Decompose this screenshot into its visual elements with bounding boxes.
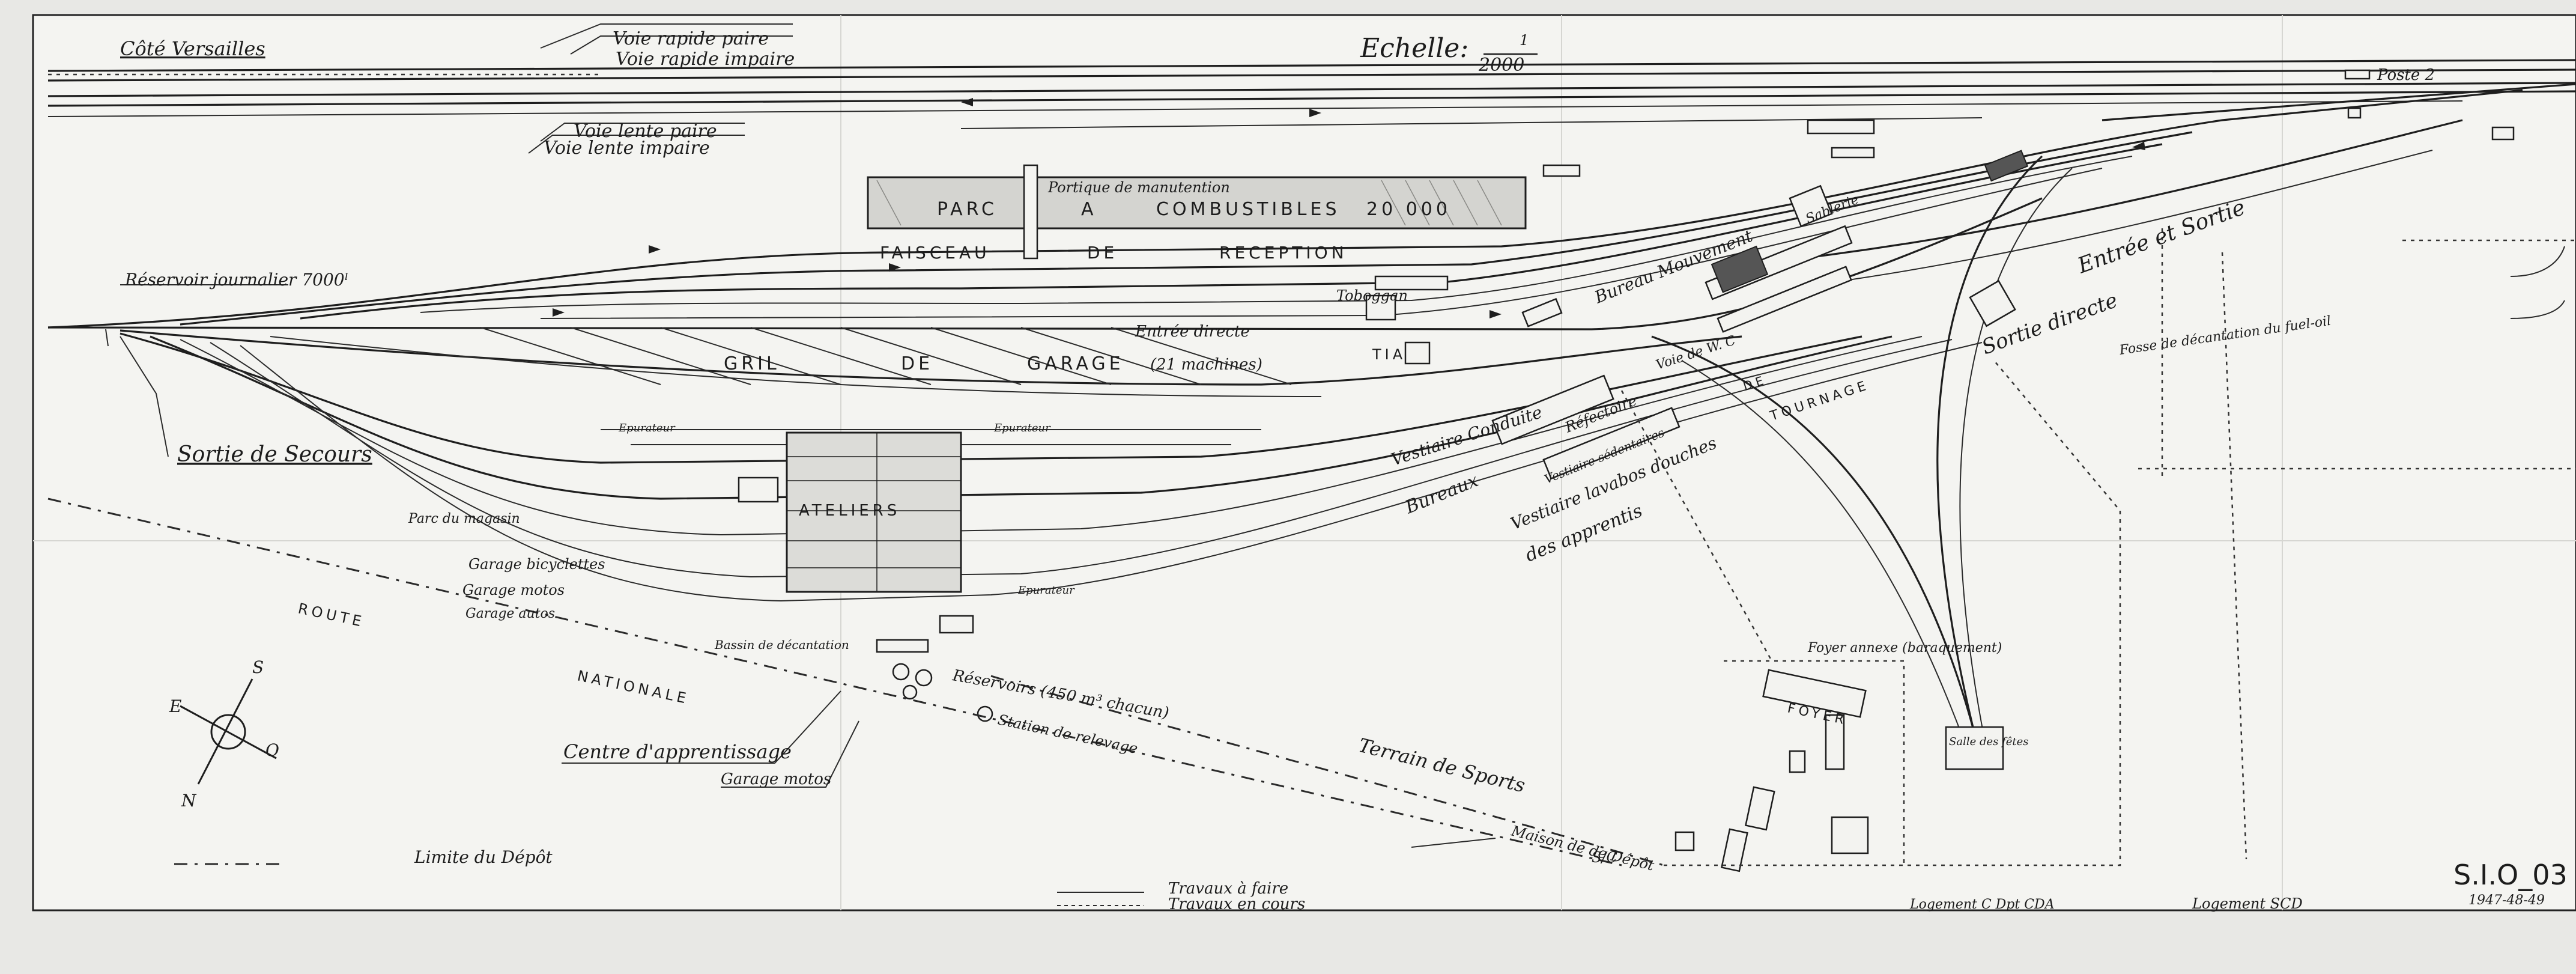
label-epurateur-2: Epurateur bbox=[993, 422, 1051, 434]
staff-buildings bbox=[1491, 374, 1680, 480]
label-poste-2: Poste 2 bbox=[2377, 66, 2435, 84]
workshop-grid bbox=[787, 433, 961, 592]
label-travaux-faire: Travaux à faire bbox=[1168, 880, 1288, 898]
label-ateliers: ATELIERS bbox=[799, 502, 900, 520]
label-faisceau: FAISCEAU bbox=[880, 243, 990, 263]
label-voie-rapide-paire: Voie rapide paire bbox=[613, 28, 769, 49]
label-combustibles: COMBUSTIBLES bbox=[1156, 199, 1341, 220]
reservoirs bbox=[892, 663, 993, 722]
shed-dd bbox=[939, 615, 974, 634]
label-centre-apprentissage: Centre d'apprentissage bbox=[563, 740, 792, 763]
label-sortie-secours: Sortie de Secours bbox=[177, 442, 372, 467]
foyer-cluster bbox=[1674, 669, 2004, 872]
label-gril-de: DE bbox=[901, 353, 933, 374]
label-parc-magasin: Parc du magasin bbox=[408, 511, 520, 526]
compass-e: E bbox=[169, 696, 181, 716]
top-building-1 bbox=[1807, 119, 1875, 135]
compass-rose: S E O N bbox=[169, 657, 279, 811]
label-garage-motos: Garage motos bbox=[462, 582, 565, 598]
sortie-directe-building bbox=[1969, 279, 2016, 327]
gantry-crane bbox=[1023, 164, 1038, 260]
fuel-park-hatching bbox=[876, 180, 1502, 226]
label-epurateur-3: Epurateur bbox=[1017, 584, 1075, 597]
label-parc: PARC bbox=[937, 199, 998, 220]
label-reception: RECEPTION bbox=[1219, 243, 1348, 263]
small-building-2 bbox=[1365, 294, 1396, 321]
main-line-tracks bbox=[47, 59, 2576, 129]
garage-grid-tracks bbox=[120, 327, 1742, 397]
label-garage: GARAGE bbox=[1027, 353, 1124, 374]
direction-arrows bbox=[553, 98, 2145, 318]
label-voie-lente-paire: Voie lente paire bbox=[574, 121, 717, 142]
sheet-years: 1947-48-49 bbox=[2468, 893, 2545, 908]
triangle-tracks bbox=[1651, 83, 2576, 764]
poste-sectionnement bbox=[2491, 126, 2515, 141]
scale-label: Echelle: 1 2000 bbox=[1360, 32, 1538, 76]
settling-basin bbox=[876, 639, 929, 653]
leader-lines bbox=[105, 23, 1496, 906]
label-entree-directe: Entrée directe bbox=[1135, 323, 1250, 341]
fuel-park bbox=[867, 176, 1527, 230]
scale-word: Echelle: bbox=[1360, 33, 1468, 64]
label-logement-cda: Logement C Dpt CDA bbox=[1909, 897, 2055, 912]
poste2-building bbox=[2344, 69, 2371, 80]
label-voie-lente-impaire: Voie lente impaire bbox=[544, 138, 710, 159]
poste-small bbox=[2347, 107, 2362, 119]
scale-numerator: 1 bbox=[1520, 32, 1529, 49]
label-logement-scd: Logement SCD bbox=[2192, 895, 2303, 912]
label-salle-fetes: Salle des fêtes bbox=[1949, 735, 2029, 748]
label-limite-depot: Limite du Dépôt bbox=[414, 847, 553, 867]
label-reservoir-journalier: Réservoir journalier 7000ˡ bbox=[124, 270, 348, 290]
label-faisceau-de: DE bbox=[1087, 243, 1118, 263]
shed-left bbox=[738, 476, 779, 503]
label-bassin: Bassin de décantation bbox=[714, 638, 849, 652]
depot-limit-lines bbox=[47, 228, 2576, 866]
label-combustibles-qty: 20 000 bbox=[1366, 199, 1451, 220]
label-voie-rapide-impaire: Voie rapide impaire bbox=[616, 49, 795, 70]
sheet-code: S.I.O_03 bbox=[2453, 859, 2568, 891]
top-building-2 bbox=[1831, 147, 1875, 159]
label-garage-autos: Garage autos bbox=[465, 606, 555, 621]
label-travaux-cours: Travaux en cours bbox=[1168, 895, 1305, 913]
label-sc: S/C bbox=[1592, 849, 1617, 866]
map-frame bbox=[32, 14, 2576, 912]
tia-building bbox=[1404, 341, 1431, 365]
hk-building bbox=[1542, 164, 1581, 177]
label-toboggan: Toboggan bbox=[1336, 287, 1408, 304]
workshop-building bbox=[786, 431, 962, 593]
label-garage-bicyclettes: Garage bicyclettes bbox=[468, 556, 605, 573]
scale-denominator: 2000 bbox=[1478, 55, 1524, 76]
label-gril: GRIL bbox=[724, 353, 780, 374]
small-building-1 bbox=[1374, 275, 1449, 291]
compass-n: N bbox=[181, 791, 197, 811]
label-portique: Portique de manutention bbox=[1047, 179, 1230, 196]
compass-s: S bbox=[252, 657, 264, 677]
label-garage-motos-2: Garage motos bbox=[721, 770, 831, 788]
label-epurateur-1: Epurateur bbox=[618, 422, 676, 434]
label-versailles: Côté Versailles bbox=[120, 37, 265, 60]
label-parc-a: A bbox=[1081, 199, 1097, 220]
label-garage-count: (21 machines) bbox=[1150, 356, 1262, 374]
label-foyer-annexe: Foyer annexe (baraquement) bbox=[1807, 641, 2002, 656]
compass-o: O bbox=[265, 740, 279, 760]
label-tia: TIA bbox=[1372, 346, 1406, 363]
bureau-cluster bbox=[1521, 150, 2029, 333]
